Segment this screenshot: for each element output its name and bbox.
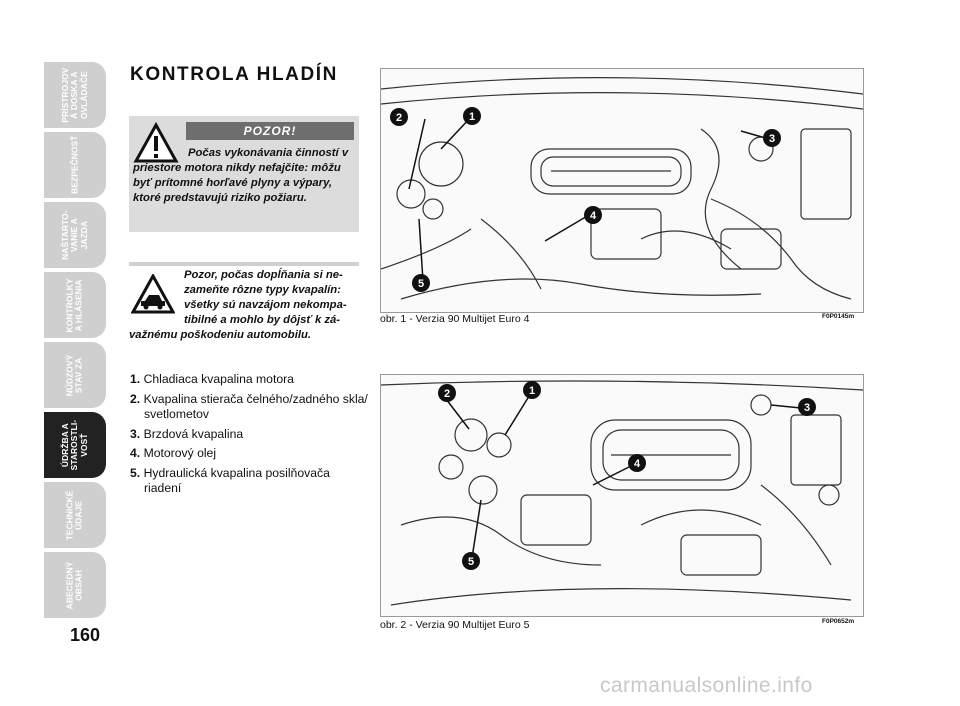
item-number: 5. xyxy=(130,465,141,480)
callout-2-label: 2 xyxy=(396,112,402,124)
figure-1-code: F0P0145m xyxy=(822,313,855,320)
fluid-list: 1. Chladiaca kvapalina motora 2. Kvapali… xyxy=(130,372,370,501)
callout-4-label: 4 xyxy=(590,210,597,222)
caution-line: Pozor, počas dopĺňania si ne- xyxy=(184,269,343,281)
list-item: 4. Motorový olej xyxy=(130,446,370,462)
item-text: Motorový olej xyxy=(143,446,217,460)
callout-3-label: 3 xyxy=(769,133,775,145)
callout-1-label: 1 xyxy=(469,111,475,123)
warning-box: POZOR! Počas vykonávania činností v prie… xyxy=(129,116,359,232)
engine-bay-illustration: 2 1 3 4 5 xyxy=(381,77,863,300)
caution-box: Pozor, počas dopĺňania si ne- zameňte rô… xyxy=(129,268,359,348)
tab-technicke-udaje[interactable]: TECHNICKÉ ÚDAJE xyxy=(44,482,106,548)
callout-4-label: 4 xyxy=(634,458,641,470)
page-number: 160 xyxy=(70,625,101,645)
callout-1-label: 1 xyxy=(529,385,535,397)
tab-label: NAŠTARTO- VANIE A JAZDA xyxy=(59,210,89,260)
tab-nudzovy-stav[interactable]: NÚDZOVÝ STAV ZA xyxy=(44,342,106,408)
tab-label: NÚDZOVÝ STAV ZA xyxy=(64,354,84,396)
engine-bay-figure-2: 2 1 3 4 5 xyxy=(380,374,864,617)
item-number: 3. xyxy=(130,426,141,441)
list-item: 1. Chladiaca kvapalina motora xyxy=(130,372,370,388)
item-text: Kvapalina stierača čelného/zadného skla/… xyxy=(143,391,368,422)
watermark: carmanualsonline.info xyxy=(600,674,813,697)
engine-bay-figure-1: 2 1 3 4 5 xyxy=(380,68,864,313)
item-text: Brzdová kvapalina xyxy=(143,426,244,441)
figure-2-caption: obr. 2 - Verzia 90 Multijet Euro 5 xyxy=(380,619,530,631)
caution-divider xyxy=(129,262,359,266)
caution-text: Pozor, počas dopĺňania si ne- zameňte rô… xyxy=(129,268,359,343)
caution-line: tibilné a mohlo by dôjsť k zá- xyxy=(184,314,341,326)
figure-2-callouts: 2 1 3 4 5 xyxy=(438,381,816,570)
tab-bezpecnost[interactable]: BEZPEČNOSŤ xyxy=(44,132,106,198)
tab-label: ÚDRŽBA A STAROSTLI- VOSŤ xyxy=(59,419,89,471)
warning-header: POZOR! xyxy=(186,122,354,140)
tab-label: TECHNICKÉ ÚDAJE xyxy=(64,490,84,540)
item-number: 2. xyxy=(130,391,141,406)
tab-kontrolky[interactable]: KONTROLKY A HLÁSENIA xyxy=(44,272,106,338)
list-item: 5. Hydraulická kvapalina posilňovača ria… xyxy=(130,466,370,497)
item-text: Chladiaca kvapalina motora xyxy=(143,372,294,386)
tab-label: KONTROLKY A HLÁSENIA xyxy=(64,278,84,332)
engine-bay-illustration: 2 1 3 4 5 xyxy=(381,380,863,606)
figure-1-caption: obr. 1 - Verzia 90 Multijet Euro 4 xyxy=(380,313,530,325)
caution-line: všetky sú navzájom nekompa- xyxy=(184,299,347,311)
warning-text: Počas vykonávania činností v priestore m… xyxy=(133,147,349,204)
figure-1-callouts: 2 1 3 4 5 xyxy=(390,107,781,292)
callout-3-label: 3 xyxy=(804,402,810,414)
callout-5-label: 5 xyxy=(468,556,474,568)
callout-2-label: 2 xyxy=(444,388,450,400)
tab-nastartovanie[interactable]: NAŠTARTO- VANIE A JAZDA xyxy=(44,202,106,268)
item-number: 4. xyxy=(130,446,141,460)
callout-5-label: 5 xyxy=(418,278,424,290)
page-title: KONTROLA HLADÍN xyxy=(130,64,338,85)
warning-triangle-icon xyxy=(133,122,179,163)
list-item: 3. Brzdová kvapalina xyxy=(130,427,370,443)
item-text: Hydraulická kvapalina posilňovača riaden… xyxy=(143,465,330,496)
tab-pristrojova-doska[interactable]: PRÍSTROJOV Á DOSKA A OVLÁDAČE xyxy=(44,62,106,128)
car-caution-icon xyxy=(131,274,175,314)
tab-abecedny-obsah[interactable]: ABECEDNÝ OBSAH xyxy=(44,552,106,618)
tab-label: ABECEDNÝ OBSAH xyxy=(64,561,84,609)
tab-label: PRÍSTROJOV Á DOSKA A OVLÁDAČE xyxy=(59,67,89,123)
figure-2-code: F0P0652m xyxy=(822,618,855,625)
item-number: 1. xyxy=(130,372,141,386)
tab-udrzba[interactable]: ÚDRŽBA A STAROSTLI- VOSŤ xyxy=(44,412,106,478)
caution-line: važnému poškodeniu automobilu. xyxy=(129,329,312,341)
tab-label: BEZPEČNOSŤ xyxy=(69,135,80,195)
list-item: 2. Kvapalina stierača čelného/zadného sk… xyxy=(130,392,370,423)
caution-line: zameňte rôzne typy kvapalín: xyxy=(184,284,341,296)
